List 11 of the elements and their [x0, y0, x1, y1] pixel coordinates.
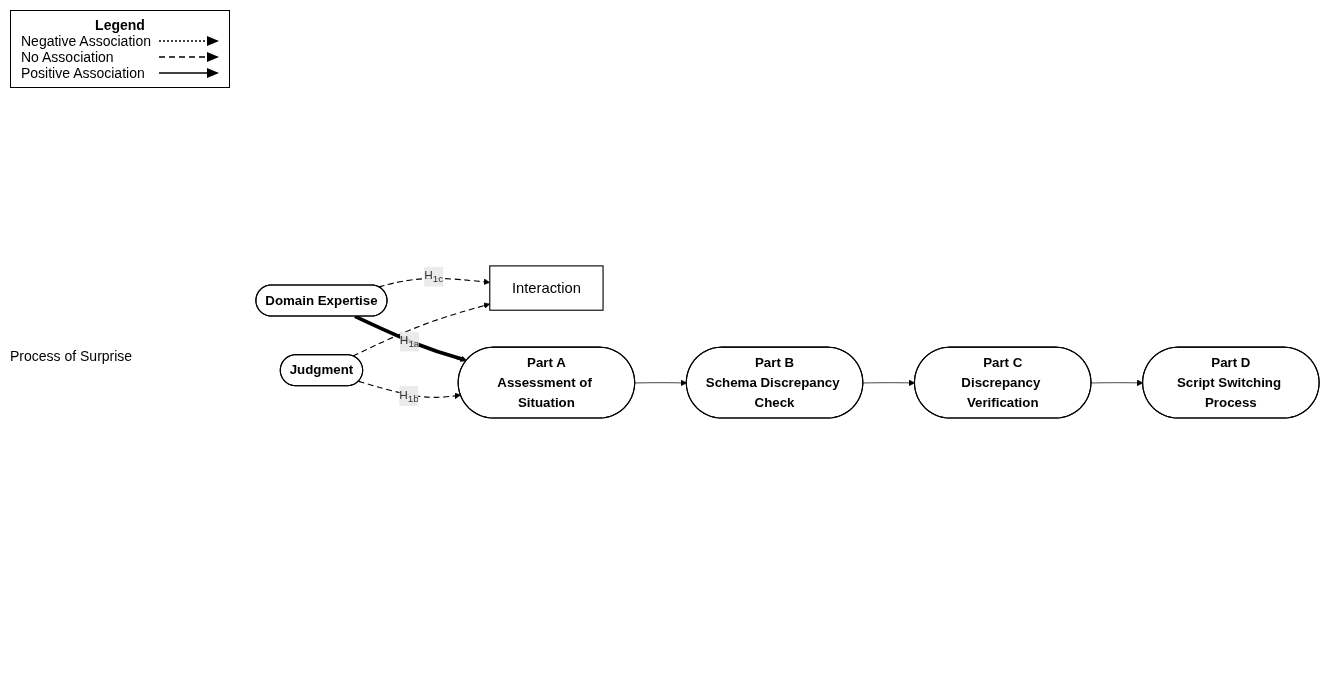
- legend-text: No Association: [21, 49, 114, 65]
- edge-label: H$_{1c}$: [424, 268, 444, 285]
- legend-title: Legend: [94, 17, 146, 33]
- edge-label: H$_{1b}$: [399, 387, 419, 404]
- legend-text: Positive Association: [21, 65, 145, 81]
- arrow: [358, 380, 461, 399]
- bracket-label: Process of Surprise: [10, 348, 133, 364]
- legend-text: Negative Association: [21, 33, 151, 49]
- edge-label: H$_{1a}$: [399, 333, 420, 350]
- arrow: [354, 314, 467, 362]
- node-box: Interaction: [489, 264, 604, 311]
